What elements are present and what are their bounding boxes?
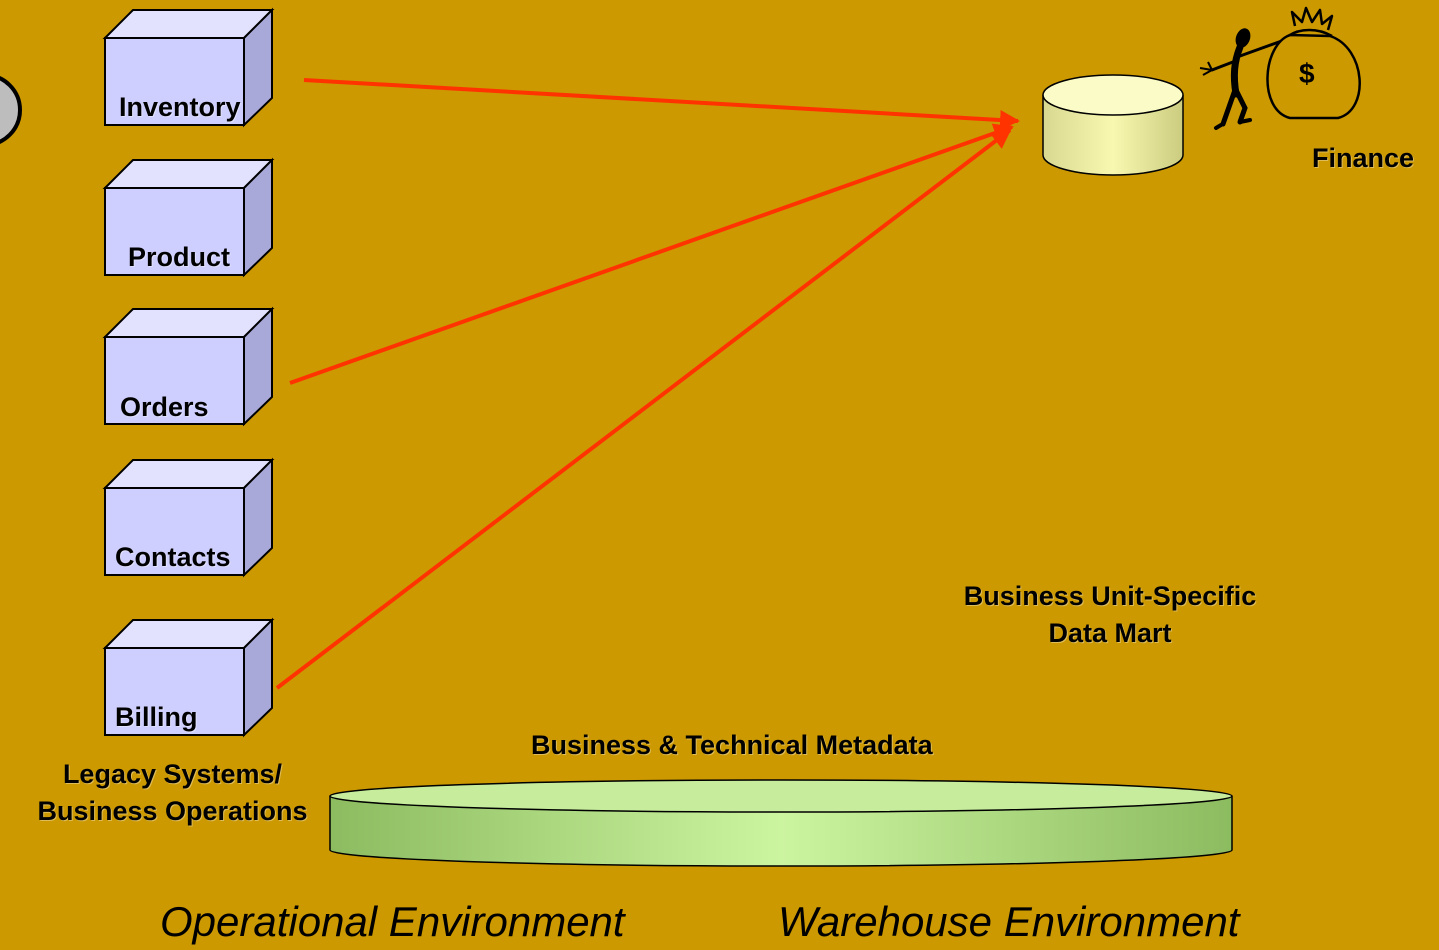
arrow-billing-to-mart — [275, 128, 1012, 690]
warehouse-environment-label: Warehouse Environment — [778, 898, 1240, 945]
source-label-product: Product — [128, 242, 231, 272]
source-box-orders — [102, 306, 275, 427]
source-box-product — [102, 157, 275, 278]
metadata-label: Business & Technical Metadata — [531, 730, 933, 760]
legacy-systems-caption: Legacy Systems/ Business Operations — [0, 756, 345, 830]
partial-circle-icon — [0, 76, 22, 144]
money-bag-symbol: $ — [1299, 58, 1315, 89]
data-mart-caption-line2: Data Mart — [1048, 618, 1172, 648]
data-mart-caption-line1: Business Unit-Specific — [963, 581, 1257, 611]
finance-label: Finance — [1312, 143, 1415, 173]
arrow-inventory-to-mart — [303, 78, 1020, 130]
metadata-cylinder — [329, 779, 1233, 867]
source-label-inventory: Inventory — [119, 92, 241, 122]
source-box-billing — [102, 617, 275, 738]
source-label-orders: Orders — [120, 392, 209, 422]
data-mart-caption: Business Unit-Specific Data Mart — [930, 578, 1290, 652]
legacy-caption-line2: Business Operations — [37, 796, 308, 826]
data-mart-cylinder — [1042, 74, 1184, 176]
source-label-contacts: Contacts — [115, 542, 231, 572]
operational-environment-label: Operational Environment — [160, 898, 625, 945]
source-box-contacts — [102, 457, 275, 578]
arrow-orders-to-mart — [289, 123, 1014, 385]
person-with-money-bag-icon — [1199, 6, 1361, 130]
source-label-billing: Billing — [115, 702, 198, 732]
source-box-inventory — [102, 7, 275, 128]
legacy-caption-line1: Legacy Systems/ — [62, 759, 283, 789]
